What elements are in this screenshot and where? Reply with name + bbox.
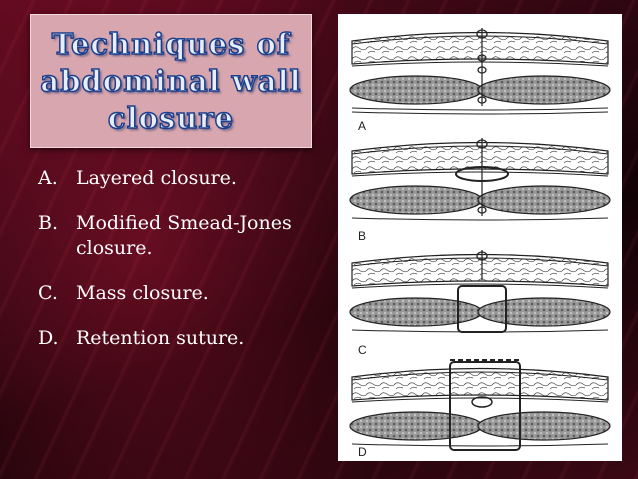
panel-label: D [358,445,367,459]
closure-technique-list: A. Layered closure. B. Modified Smead-Jo… [38,166,328,371]
panel-d: D [349,359,611,459]
closure-diagram: A B C [349,28,611,459]
list-marker: A. [38,167,58,189]
list-item: B. Modified Smead-Jones closure. [38,211,328,261]
list-item-text: Retention suture. [76,327,245,349]
panel-a: A [349,28,611,133]
slide-title: Techniques of abdominal wall closure [40,26,302,136]
list-marker: C. [38,282,58,304]
panel-label: C [358,343,367,357]
title-box: Techniques of abdominal wall closure [30,14,312,148]
list-item: A. Layered closure. [38,166,328,191]
list-item-text: Mass closure. [76,282,209,304]
list-item-text: Modified Smead-Jones closure. [76,212,292,259]
panel-b: B [349,138,611,243]
panel-label: B [358,229,366,243]
panel-c: C [349,250,611,357]
list-item-text: Layered closure. [76,167,237,189]
panel-label: A [358,119,366,133]
list-item: D. Retention suture. [38,326,328,351]
list-item: C. Mass closure. [38,281,328,306]
closure-diagram-figure: A B C [338,14,622,461]
list-marker: D. [38,327,59,349]
list-marker: B. [38,212,59,234]
